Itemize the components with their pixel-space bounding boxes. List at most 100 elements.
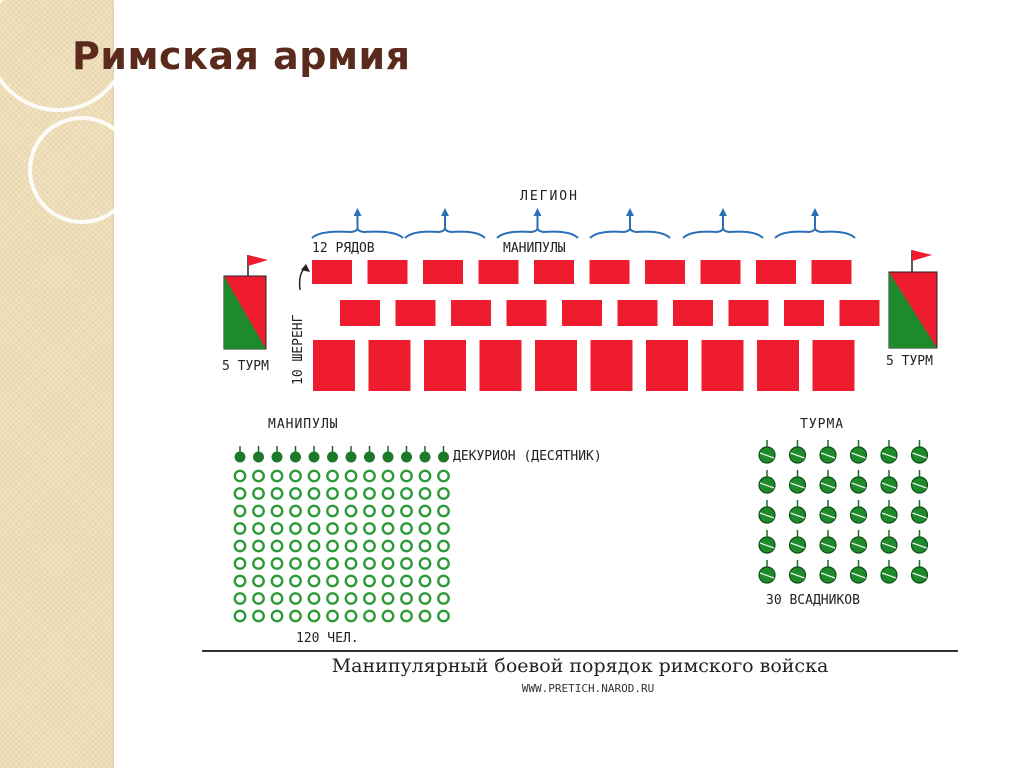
maniple-block [368, 340, 411, 391]
soldier [326, 609, 339, 623]
depth-label: 10 ШЕРЕНГ [291, 314, 306, 385]
soldier [418, 592, 432, 605]
soldier [289, 574, 302, 588]
soldier [400, 522, 413, 535]
soldier [363, 487, 376, 500]
arrow-head [719, 208, 727, 216]
soldier [344, 574, 358, 588]
decurion [271, 451, 283, 463]
soldier [418, 609, 432, 623]
soldier [363, 539, 376, 553]
soldier [344, 469, 358, 483]
decurion [438, 451, 449, 463]
maniple-block [534, 260, 574, 284]
soldier [233, 522, 247, 535]
brace-arrow [404, 227, 486, 239]
decorative-sidebar [0, 0, 114, 768]
decurion [419, 451, 431, 463]
soldier [289, 522, 302, 535]
soldier [289, 539, 302, 553]
soldier [233, 574, 247, 588]
soldier [252, 522, 265, 535]
maniples-label: МАНИПУЛЫ [268, 417, 339, 432]
rider-mark [790, 572, 805, 579]
depth-arrowhead [301, 264, 310, 272]
soldier [270, 557, 284, 570]
turma-formation [758, 440, 929, 584]
soldier [252, 557, 265, 570]
cavalry-right: 5 ТУРМ [886, 250, 938, 369]
soldier [270, 574, 284, 588]
maniple-block [728, 300, 769, 326]
page-title: Римская армия [72, 34, 411, 78]
soldier [381, 539, 395, 553]
rider-mark [790, 512, 805, 519]
flag-right [912, 250, 932, 261]
rider-mark [881, 512, 897, 519]
soldier [326, 557, 339, 570]
arrow-head [626, 208, 634, 216]
soldier [437, 487, 450, 500]
soldier [418, 557, 432, 570]
soldier [418, 469, 432, 483]
soldier [381, 609, 395, 623]
decurion [345, 451, 357, 463]
soldier [252, 469, 265, 483]
soldier [233, 609, 247, 623]
soldier [270, 504, 284, 518]
maniple-block [340, 300, 380, 326]
maniple-block [617, 300, 658, 326]
rider-mark [790, 482, 805, 489]
soldier [418, 487, 432, 500]
rider-mark [820, 572, 836, 579]
soldier [381, 469, 395, 483]
decurion [382, 451, 394, 463]
soldier [252, 574, 265, 588]
decurion [234, 451, 246, 463]
soldier [437, 469, 450, 483]
maniple-block [757, 340, 799, 391]
soldier [344, 539, 358, 553]
soldier [307, 487, 321, 500]
advance-arrows [311, 208, 856, 239]
soldier [289, 504, 302, 518]
arrow-head [441, 208, 449, 216]
rider-mark [820, 452, 836, 459]
soldier [363, 469, 376, 483]
soldier [363, 574, 376, 588]
maniple-block [645, 260, 685, 284]
soldier [400, 592, 413, 605]
soldier [326, 504, 339, 518]
maniple-count-label: 120 ЧЕЛ. [296, 631, 359, 646]
rider-mark [881, 452, 897, 459]
soldier [381, 574, 395, 588]
maniple-block [451, 300, 491, 326]
soldier [233, 469, 247, 483]
maniple-block [478, 260, 519, 284]
maniple-block [812, 340, 855, 391]
soldier [326, 487, 339, 500]
principes-line [340, 300, 880, 326]
cavalry-right-green [889, 272, 937, 348]
rider-mark [759, 512, 775, 519]
decurion [401, 451, 412, 463]
soldier [381, 487, 395, 500]
brace-arrow [496, 227, 579, 239]
soldier [270, 592, 284, 605]
soldier [437, 592, 450, 605]
soldier [326, 469, 339, 483]
soldier [289, 557, 302, 570]
cavalry-left-green [224, 276, 266, 349]
soldier [381, 592, 395, 605]
soldier [418, 574, 432, 588]
decurion [253, 451, 264, 463]
soldier [381, 522, 395, 535]
source-url: WWW.PRETICH.NAROD.RU [522, 682, 654, 695]
decurion-label: ДЕКУРИОН (ДЕСЯТНИК) [453, 449, 602, 464]
soldier [252, 592, 265, 605]
triarii-line [313, 340, 855, 391]
soldier [289, 609, 302, 623]
decor-circle-large [0, 0, 130, 112]
